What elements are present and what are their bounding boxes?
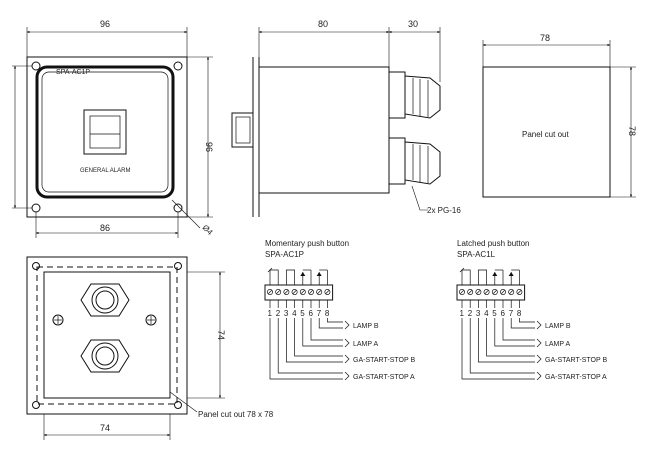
terminal-screw — [475, 289, 482, 295]
cutout-label: Panel cut out — [522, 130, 569, 139]
terminal-number: 1 — [460, 309, 465, 318]
output-label: GA-START-STOP B — [545, 357, 607, 364]
terminal-screw — [283, 289, 290, 295]
output-label: GA-START-STOP A — [545, 374, 607, 381]
terminal-number: 4 — [484, 309, 489, 318]
terminal-screw — [275, 289, 282, 295]
output-label: LAMP A — [353, 341, 378, 348]
terminal-screw — [299, 289, 306, 295]
cable-gland-lower — [388, 137, 441, 185]
wiring-title: Momentary push button — [265, 239, 349, 248]
cutout-view: Panel cut out 78 78 — [482, 33, 637, 198]
output-arrow-icon — [344, 338, 350, 348]
terminal-number: 5 — [300, 309, 305, 318]
output-arrow-icon — [344, 354, 350, 364]
side-tab — [231, 112, 254, 148]
terminal-number: 4 — [292, 309, 297, 318]
wiring-model: SPA-AC1L — [457, 250, 496, 259]
terminal-screw — [308, 289, 314, 295]
front-button-inner — [89, 115, 121, 149]
back-cutout-label: Panel cut out 78 x 78 — [198, 410, 274, 419]
terminal-number: 8 — [325, 309, 330, 318]
front-bezel — [35, 65, 175, 199]
front-width-dim: 96 — [100, 19, 110, 29]
gland-top-upper — [80, 283, 130, 317]
terminal-screw — [508, 289, 515, 295]
front-button — [83, 109, 127, 155]
back-height-dim: 74 — [216, 330, 226, 340]
terminal-screw — [267, 289, 273, 295]
terminal-number: 7 — [317, 309, 322, 318]
device-label: SPA-AC1P — [56, 69, 90, 76]
back-cutout-outline — [36, 266, 178, 405]
back-width-dim: 74 — [100, 423, 110, 433]
mount-hole-br — [173, 203, 183, 213]
output-arrow-icon — [536, 371, 542, 381]
terminal-screw — [459, 289, 465, 295]
output-arrow-icon — [536, 354, 542, 364]
gland-top-lower — [80, 339, 130, 373]
mount-hole-tl — [31, 61, 41, 71]
terminal-number: 6 — [309, 309, 314, 318]
output-arrow-icon — [536, 320, 542, 330]
terminal-block — [456, 284, 526, 301]
back-plate — [26, 256, 188, 415]
output-arrow-icon — [344, 320, 350, 330]
output-arrow-icon — [344, 371, 350, 381]
terminal-number: 3 — [476, 309, 481, 318]
terminal-number: 3 — [284, 309, 289, 318]
side-body-dim: 80 — [318, 19, 328, 29]
cutout-rect — [482, 66, 611, 198]
terminal-number: 6 — [501, 309, 506, 318]
terminal-screw — [291, 289, 298, 295]
side-body — [258, 66, 390, 194]
cable-gland-upper — [388, 71, 441, 119]
output-label: LAMP B — [353, 323, 379, 330]
terminal-screw — [324, 289, 331, 295]
side-gland-dim: 30 — [408, 19, 418, 29]
terminal-screw — [483, 289, 490, 295]
hole-diameter-dim: Ø4 — [201, 223, 215, 237]
mount-hole-tr — [173, 61, 183, 71]
wiring-model: SPA-AC1P — [265, 250, 304, 259]
indicator-label: GENERAL ALARM — [80, 168, 130, 174]
front-height-dim: 96 — [204, 142, 214, 152]
output-label: GA-START-STOP B — [353, 357, 415, 364]
terminal-screw — [467, 289, 474, 295]
output-label: GA-START-STOP A — [353, 374, 415, 381]
wiring-title: Latched push button — [457, 239, 530, 248]
terminal-screw — [500, 289, 506, 295]
terminal-number: 8 — [517, 309, 522, 318]
output-label: LAMP A — [545, 341, 570, 348]
gland-label: 2x PG-16 — [427, 206, 461, 215]
screw-right — [145, 314, 157, 326]
front-view: SPA-AC1P GENERAL ALARM 96 96 86 Ø4 — [12, 19, 215, 238]
back-housing — [43, 271, 171, 399]
mount-hole-bl — [31, 203, 41, 213]
output-label: LAMP B — [545, 323, 571, 330]
terminal-screw — [516, 289, 523, 295]
cutout-width-dim: 78 — [540, 33, 550, 43]
terminal-screw — [316, 289, 323, 295]
terminal-number: 2 — [468, 309, 473, 318]
terminal-number: 7 — [509, 309, 514, 318]
terminal-number: 1 — [268, 309, 273, 318]
terminal-number: 2 — [276, 309, 281, 318]
front-hole-spacing-dim: 86 — [100, 223, 110, 233]
terminal-screw — [491, 289, 498, 295]
front-plate — [26, 56, 188, 218]
terminal-block — [264, 284, 334, 301]
cutout-height-dim: 78 — [627, 126, 637, 136]
front-bezel-inner — [41, 71, 169, 193]
terminal-number: 5 — [492, 309, 497, 318]
back-view: 74 74 Panel cut out 78 x 78 — [26, 256, 274, 440]
side-view: 80 30 2x PG-16 — [231, 19, 461, 217]
output-arrow-icon — [536, 338, 542, 348]
screw-left — [52, 314, 64, 326]
